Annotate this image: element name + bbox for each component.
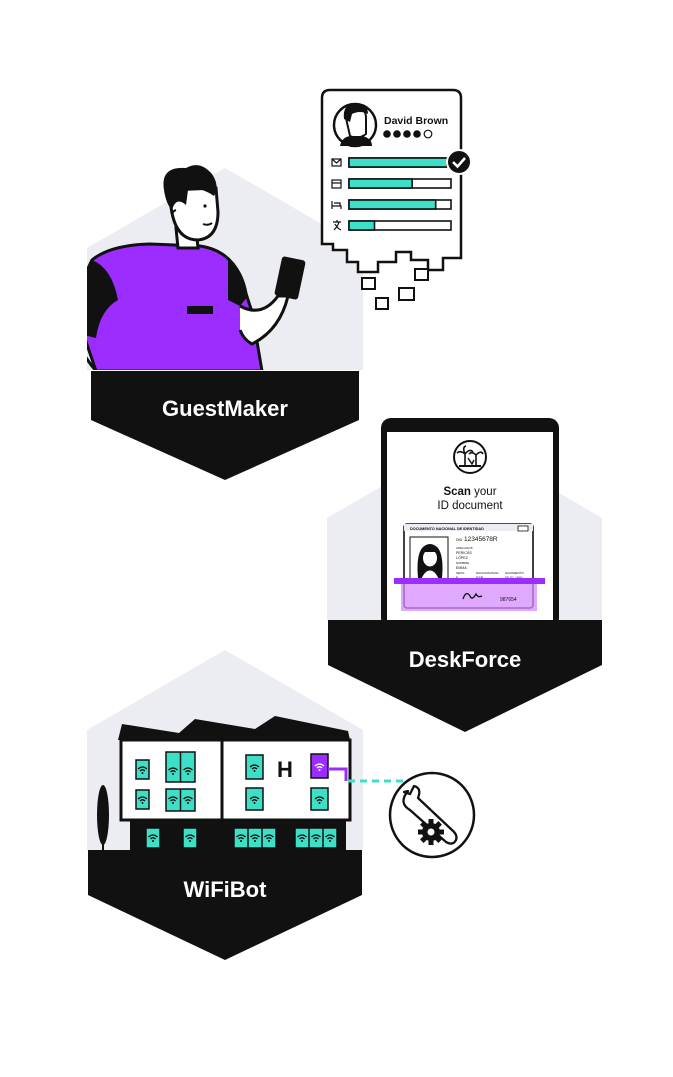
scan-overlay	[401, 583, 537, 611]
name-label: NOMBRE	[456, 561, 469, 565]
check-icon	[446, 149, 472, 175]
guest-person-illustration	[87, 242, 290, 370]
hotel-logo-icon	[453, 440, 487, 474]
birth-label: NACIMIENTO	[505, 571, 524, 575]
nationality-label: NACIONALIDAD	[476, 571, 499, 575]
progress-fill	[348, 178, 414, 189]
deskforce-section: Scan your ID document DOCUMENTO NACIONAL…	[327, 418, 602, 732]
dni-number: 12345678R	[464, 536, 498, 543]
window	[310, 787, 329, 811]
progress-fill	[348, 220, 376, 231]
dni-prefix: DNI	[456, 538, 462, 542]
calendar-icon	[331, 179, 342, 189]
avatar	[332, 102, 378, 148]
wrench-gear-icon	[388, 771, 476, 859]
id-portrait-illustration	[417, 544, 443, 582]
window-highlighted	[310, 753, 329, 779]
scan-title-rest: your	[471, 486, 497, 498]
wifibot-banner	[88, 850, 362, 960]
guestmaker-section: GuestMaker David Brown	[87, 88, 472, 480]
flag-icon	[517, 525, 529, 532]
bed-icon	[331, 201, 342, 209]
surname-1: PERICÁS	[456, 551, 472, 555]
card-fragment	[398, 287, 415, 301]
tree-icon	[97, 785, 109, 852]
name-value: EMMA	[456, 566, 467, 570]
svg-text:Scan your: Scan your	[443, 486, 496, 498]
window	[245, 754, 264, 780]
sex-label: SEXO	[456, 571, 465, 575]
guest-profile-card: David Brown	[320, 88, 472, 310]
guest-head	[163, 165, 220, 242]
roof	[118, 716, 350, 740]
support-number: 987654	[500, 597, 517, 603]
card-fragment	[414, 268, 429, 281]
rating-stars	[383, 129, 433, 139]
deskforce-label: DeskForce	[409, 647, 522, 672]
window	[245, 787, 264, 811]
id-card-header: DOCUMENTO NACIONAL DE IDENTIDAD	[410, 527, 484, 531]
envelope-icon	[331, 158, 342, 167]
progress-fill	[348, 157, 448, 168]
scan-title-bold: Scan	[443, 486, 471, 498]
connection-line	[328, 767, 348, 781]
id-card: DOCUMENTO NACIONAL DE IDENTIDAD DNI 1234…	[394, 523, 545, 611]
signature	[462, 592, 483, 600]
wifibot-section: H	[87, 650, 476, 960]
progress-fill	[348, 199, 437, 210]
guest-name: David Brown	[384, 115, 448, 127]
guestmaker-banner	[91, 371, 359, 480]
card-fragment	[375, 297, 389, 310]
hotel-sign: H	[277, 757, 293, 782]
phone-icon	[274, 256, 306, 300]
scan-line	[394, 578, 545, 584]
card-fragment	[361, 277, 376, 290]
scan-subtitle: ID document	[437, 500, 503, 512]
language-icon	[333, 220, 342, 231]
surname-2: LÓPEZ	[456, 555, 469, 560]
wifibot-label: WiFiBot	[184, 877, 268, 902]
surname-label: APELLIDOS	[456, 546, 473, 550]
guestmaker-label: GuestMaker	[162, 396, 288, 421]
windows	[135, 751, 338, 849]
deskforce-banner	[328, 620, 602, 732]
